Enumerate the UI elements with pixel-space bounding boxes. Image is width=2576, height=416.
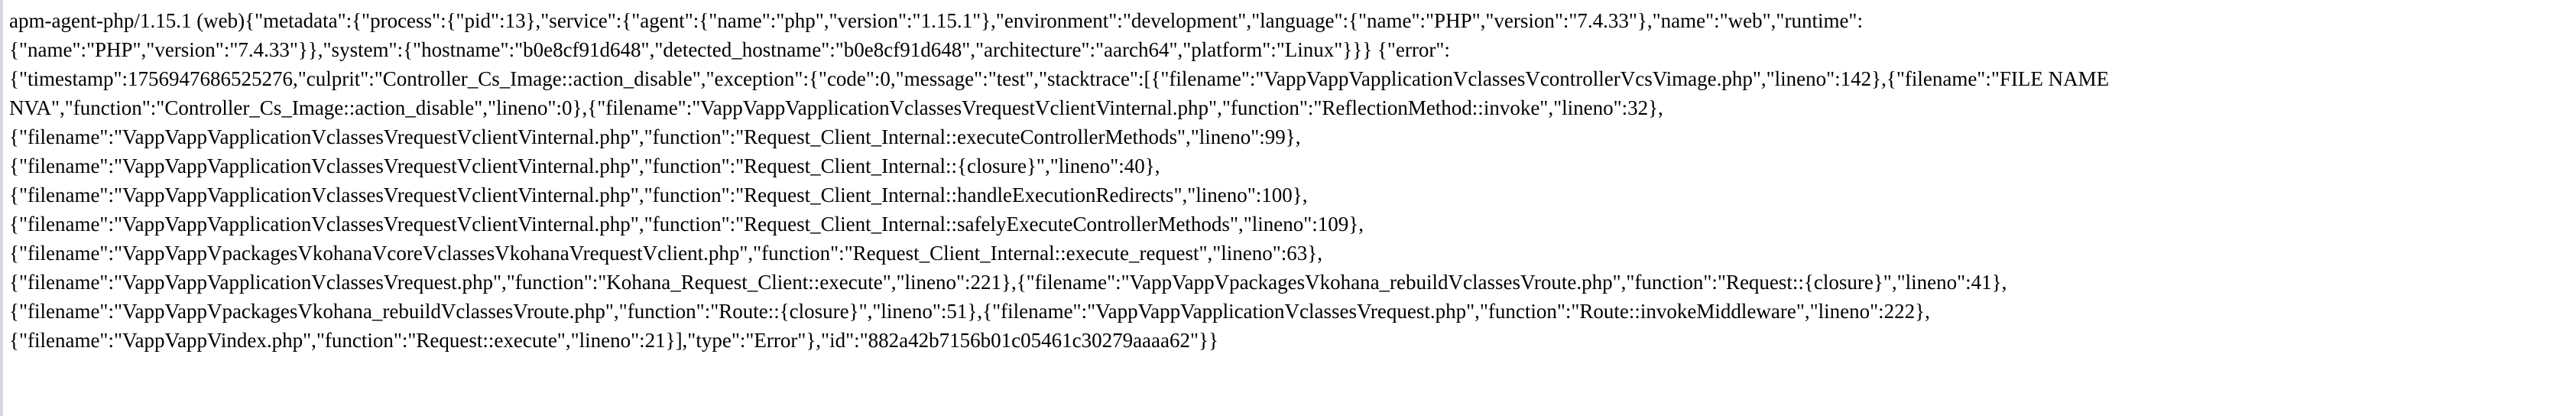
log-line-8: {"filename":"VappVappVapplicationVclasse… <box>9 213 1364 236</box>
left-page-rule <box>0 0 3 416</box>
log-line-6: {"filename":"VappVappVapplicationVclasse… <box>9 154 1160 177</box>
log-line-1: apm-agent-php/1.15.1 (web){"metadata":{"… <box>9 9 1863 32</box>
log-line-12: {"filename":"VappVappVindex.php","functi… <box>9 329 1218 352</box>
log-line-3: {"timestamp":1756947686525276,"culprit":… <box>9 67 2110 90</box>
log-line-5: {"filename":"VappVappVapplicationVclasse… <box>9 125 1301 148</box>
log-line-9: {"filename":"VappVappVpackagesVkohanaVco… <box>9 242 1322 265</box>
log-line-11: {"filename":"VappVappVpackagesVkohana_re… <box>9 300 1930 323</box>
log-line-7: {"filename":"VappVappVapplicationVclasse… <box>9 184 1308 206</box>
log-line-10: {"filename":"VappVappVapplicationVclasse… <box>9 271 2007 294</box>
raw-apm-log-text: apm-agent-php/1.15.1 (web){"metadata":{"… <box>9 6 2555 355</box>
log-line-4: NVA","function":"Controller_Cs_Image::ac… <box>9 96 1663 119</box>
log-line-2: {"name":"PHP","version":"7.4.33"}},"syst… <box>9 38 1450 61</box>
